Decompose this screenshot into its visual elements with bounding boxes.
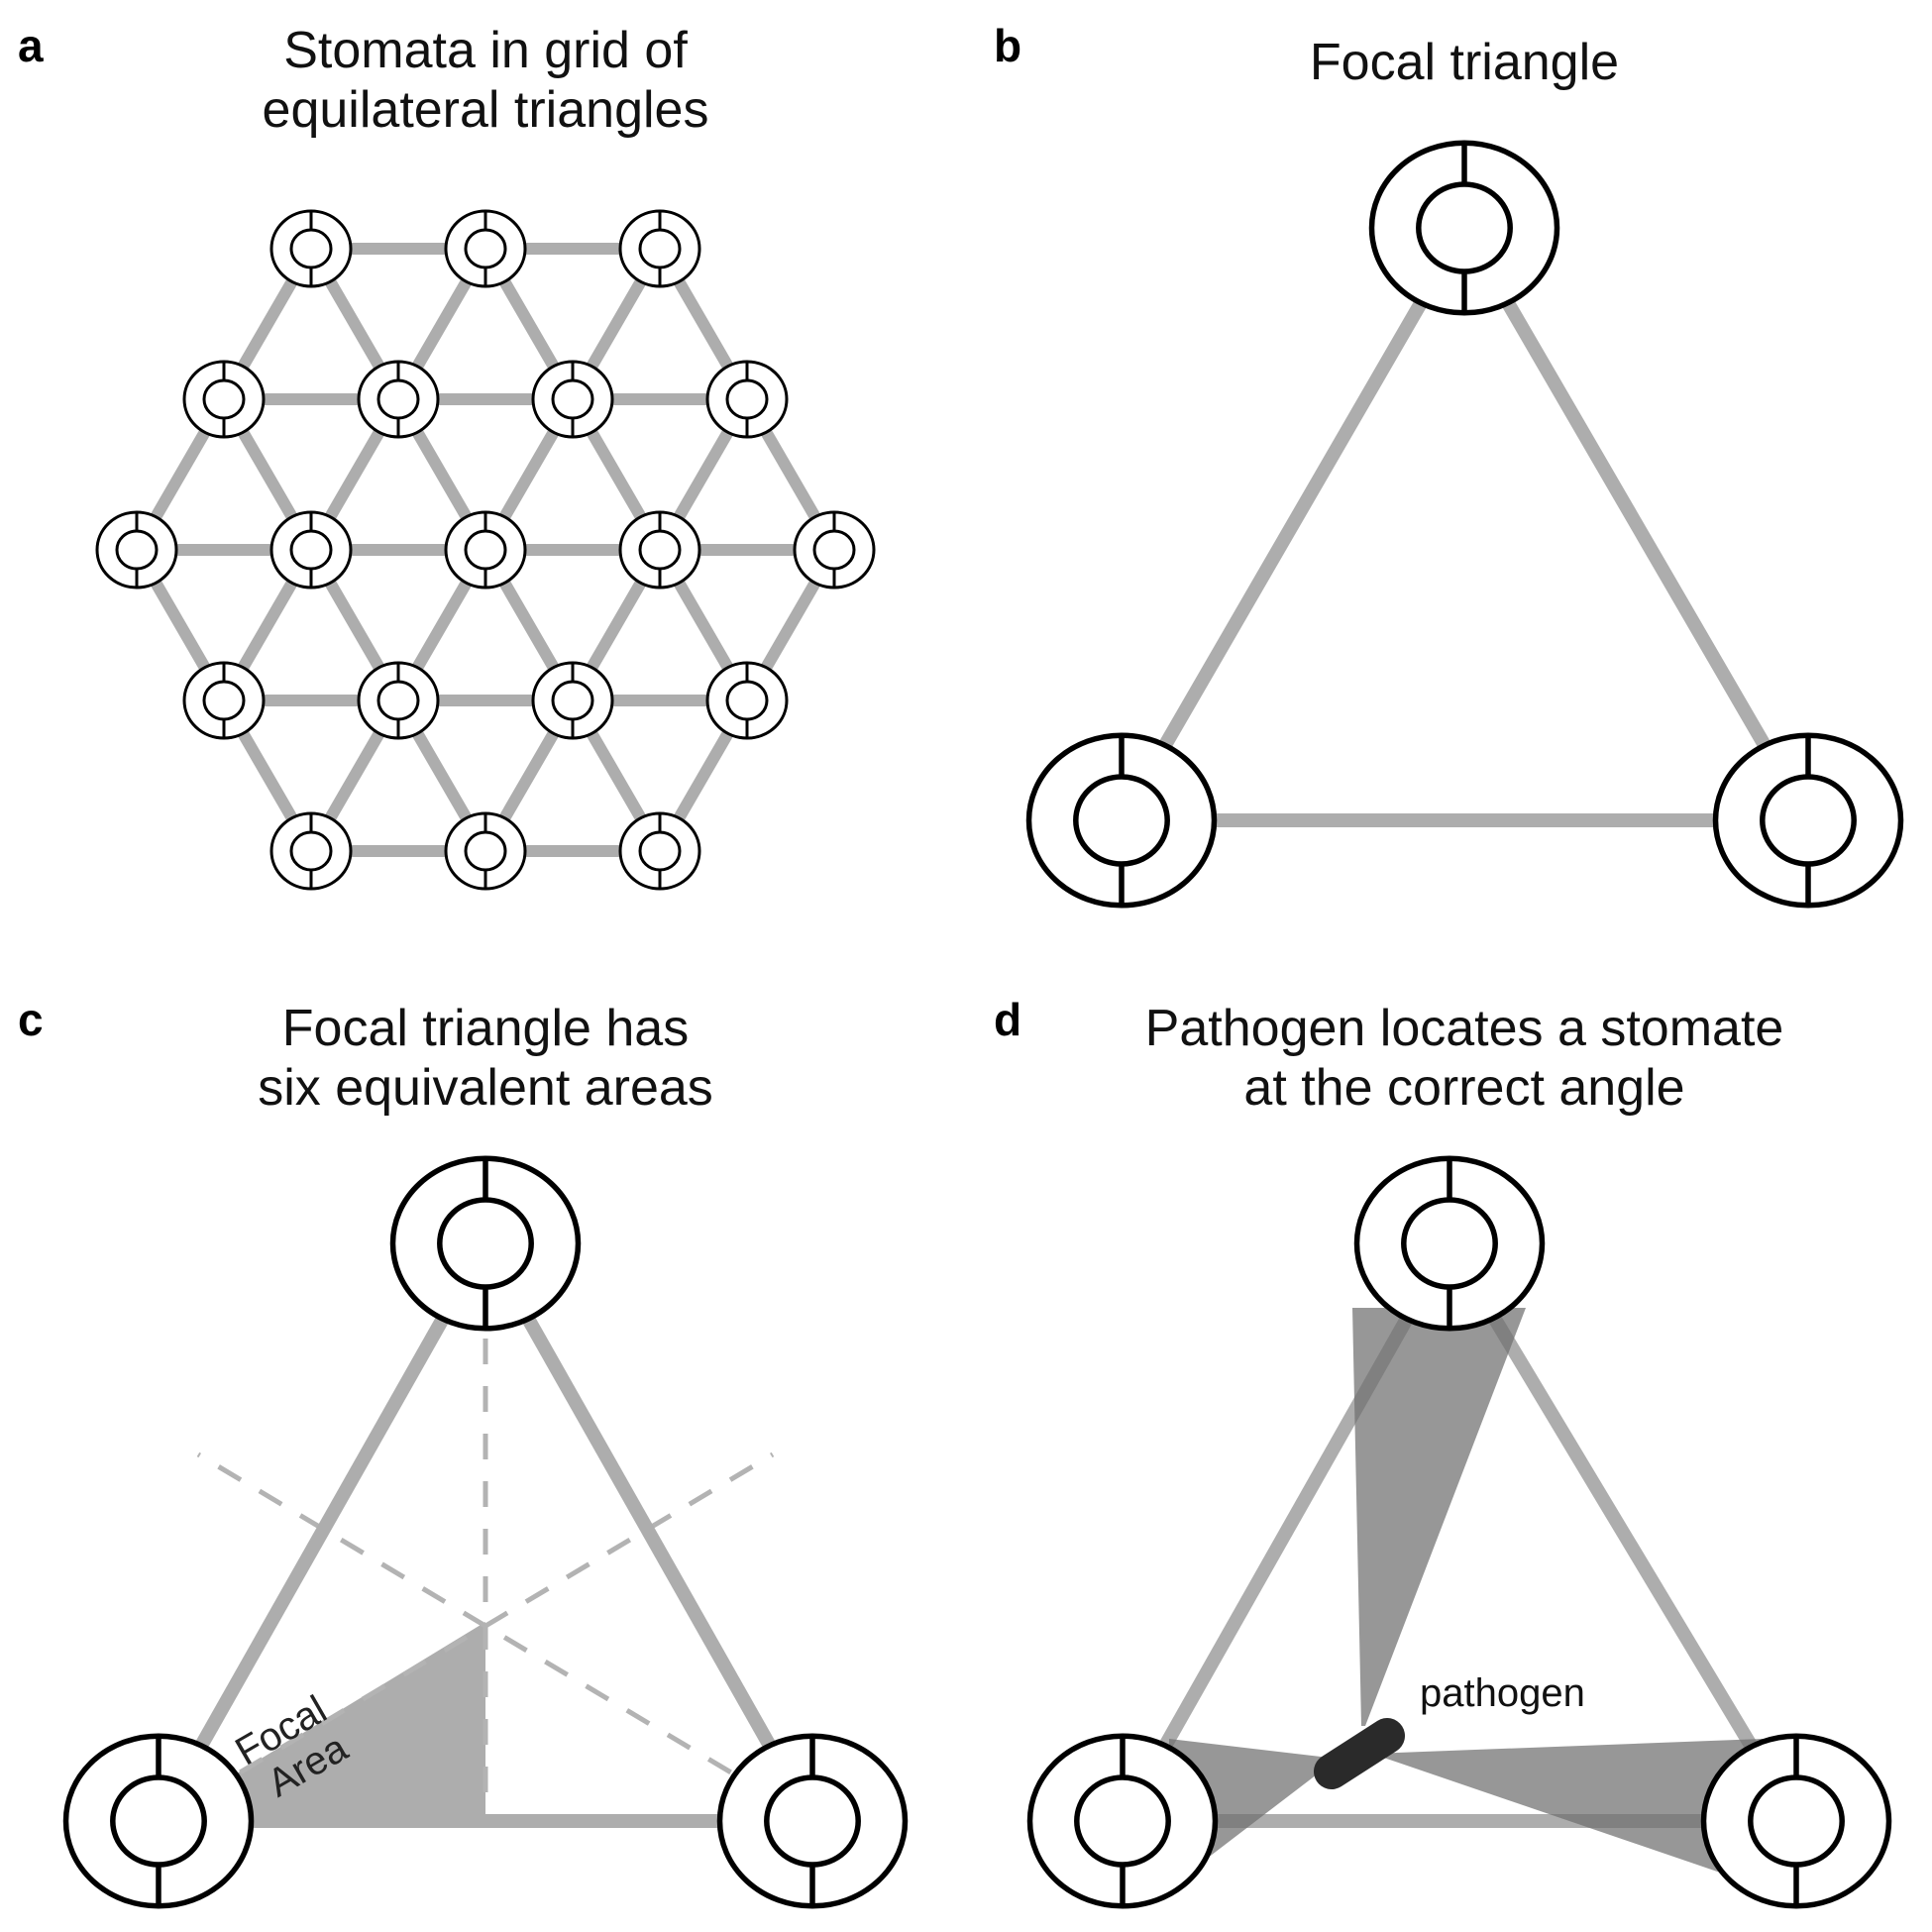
stoma-icon (1368, 140, 1560, 316)
stoma-icon (1712, 732, 1904, 909)
triangle-edge-right (1457, 224, 1815, 824)
panel-c-title-line-2: six equivalent areas (258, 1059, 713, 1117)
panel-d-label: d (994, 994, 1021, 1045)
panel-c-label: c (18, 994, 44, 1045)
stoma-icon (444, 811, 527, 891)
triangle-edge-left (152, 1239, 492, 1825)
stoma-icon (1353, 1155, 1546, 1332)
panel-a-grid (95, 209, 876, 891)
panel-b-label: b (994, 20, 1021, 71)
detection-beam (1352, 1308, 1526, 1726)
stoma-icon (531, 360, 614, 439)
stoma-icon (269, 811, 353, 891)
panel-b-triangle (1025, 140, 1904, 909)
triangle-edge-left (1115, 224, 1471, 824)
stoma-icon (793, 510, 876, 590)
stoma-icon (705, 360, 789, 439)
stoma-icon (444, 510, 527, 590)
median-line (157, 1451, 775, 1824)
pathogen-label: pathogen (1420, 1671, 1585, 1715)
stoma-icon (269, 510, 353, 590)
stoma-icon (531, 661, 614, 740)
stoma-icon (269, 209, 353, 288)
stoma-icon (357, 661, 440, 740)
stoma-icon (357, 360, 440, 439)
stoma-icon (62, 1733, 255, 1909)
panel-a-label: a (18, 20, 44, 71)
panel-d-triangle: pathogen (1026, 1155, 1892, 1909)
stoma-icon (444, 209, 527, 288)
grid-stomata (95, 209, 876, 891)
panel-d-title-line-2: at the correct angle (1243, 1059, 1684, 1117)
median-line (196, 1451, 814, 1824)
panel-d-title-line-1: Pathogen locates a stomate (1145, 1000, 1784, 1057)
pathogen-body (1314, 1718, 1405, 1789)
stoma-icon (1025, 732, 1218, 909)
stoma-icon (182, 360, 266, 439)
panel-c-triangle: Focal Area (62, 1155, 909, 1909)
stoma-icon (705, 661, 789, 740)
stoma-icon (95, 510, 178, 590)
detection-beam (1372, 1739, 1764, 1887)
triangle-edge-right (479, 1239, 819, 1825)
stoma-icon (618, 811, 701, 891)
stoma-icon (389, 1155, 582, 1332)
panel-b-title: Focal triangle (1310, 34, 1619, 91)
panel-c-title-line-1: Focal triangle has (282, 1000, 689, 1057)
stoma-icon (618, 510, 701, 590)
panel-a-title-line-2: equilateral triangles (263, 81, 709, 139)
panel-a-title-line-1: Stomata in grid of (283, 22, 688, 79)
stoma-icon (182, 661, 266, 740)
stoma-icon (1700, 1733, 1892, 1909)
stoma-icon (618, 209, 701, 288)
stoma-icon (716, 1733, 909, 1909)
stoma-icon (1026, 1733, 1219, 1909)
